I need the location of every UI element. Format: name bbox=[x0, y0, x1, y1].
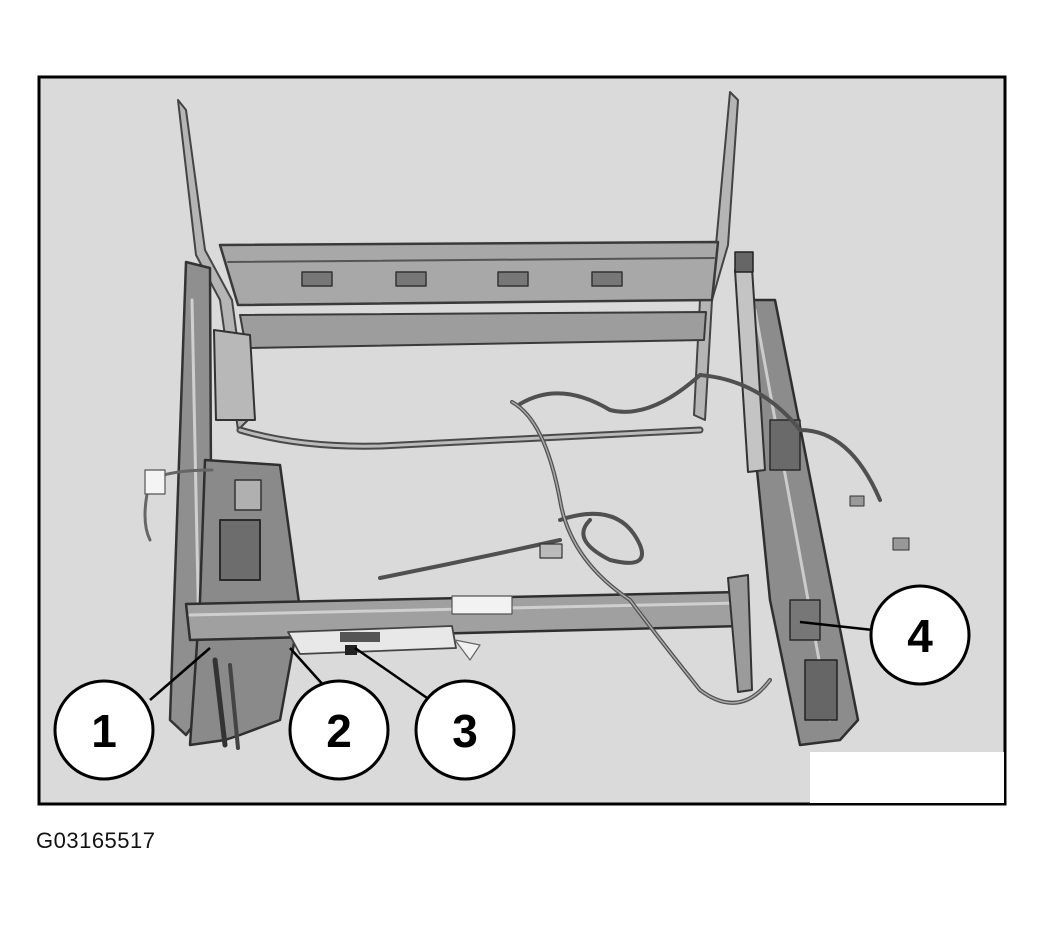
callout-4-label: 4 bbox=[907, 610, 933, 662]
callout-1-label: 1 bbox=[91, 705, 117, 757]
leader-lines bbox=[149, 620, 874, 702]
callout-2-label: 2 bbox=[326, 705, 352, 757]
rear-clip-3 bbox=[497, 271, 529, 287]
callout-3: 3 bbox=[414, 679, 516, 781]
leader-line-3 bbox=[354, 646, 431, 702]
callout-3-label: 3 bbox=[452, 705, 478, 757]
figure-id-label: G03165517 bbox=[36, 828, 156, 853]
rear-clip-2 bbox=[395, 271, 427, 287]
callout-2: 2 bbox=[288, 679, 390, 781]
right-side-rail bbox=[738, 298, 860, 747]
rear-clip-4 bbox=[591, 271, 623, 287]
leader-line-1 bbox=[149, 647, 211, 701]
callout-1: 1 bbox=[53, 679, 155, 781]
seat-frame-illustration bbox=[143, 91, 910, 750]
leader-line-2 bbox=[289, 647, 326, 688]
photo-corner-notch bbox=[810, 752, 1004, 803]
rear-clip-1 bbox=[301, 271, 333, 287]
leader-line-4 bbox=[799, 620, 874, 632]
callout-4: 4 bbox=[869, 584, 971, 686]
rear-cross-member bbox=[218, 240, 720, 307]
